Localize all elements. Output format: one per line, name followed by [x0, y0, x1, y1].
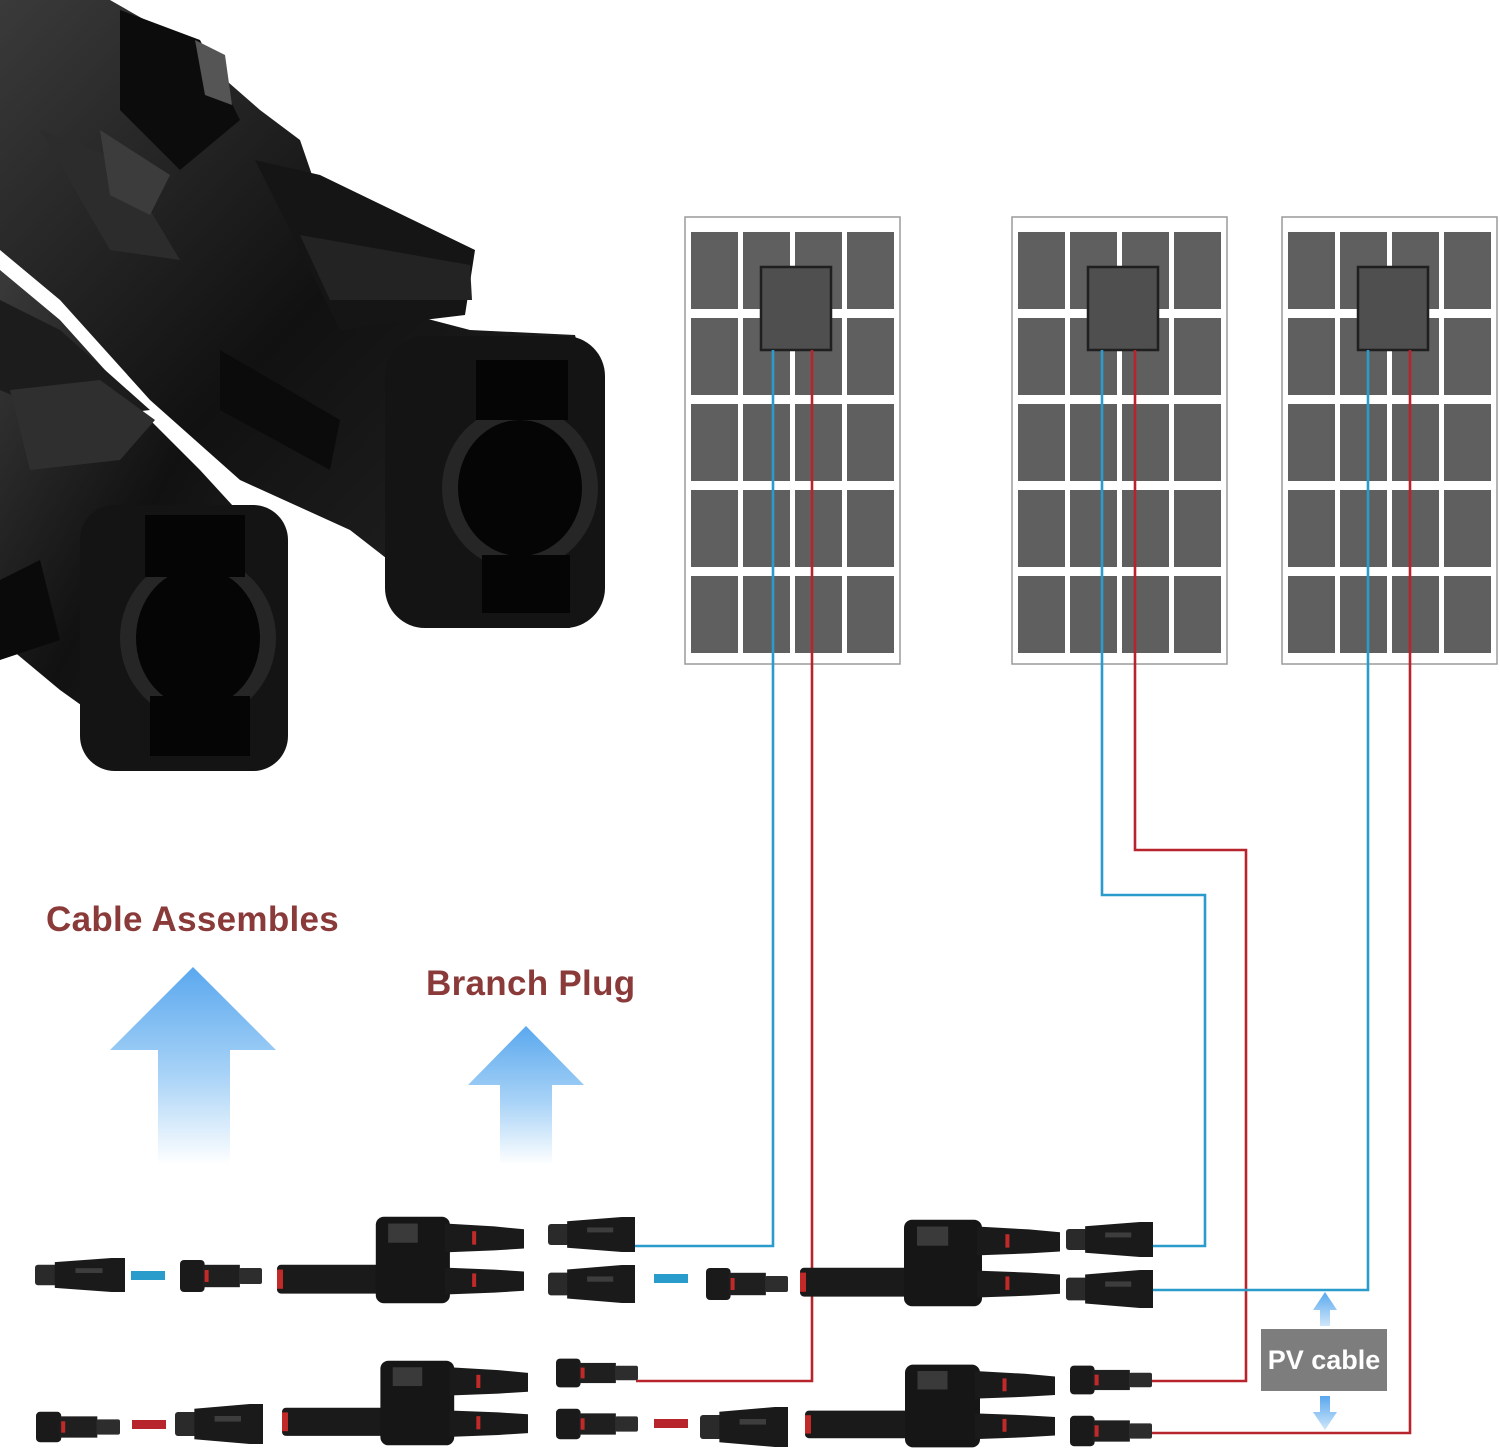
mc4-male-connector-icon: [556, 1408, 638, 1440]
mc4-male-connector-icon: [1070, 1415, 1152, 1447]
connection-dash: [654, 1274, 688, 1283]
mc4-female-connector-icon: [175, 1404, 263, 1444]
solar-panel-icon: [1011, 216, 1228, 665]
pv-cable-label: PV cable: [1261, 1329, 1387, 1391]
mc4-female-connector-icon: [1066, 1270, 1153, 1308]
solar-panel-icon: [1281, 216, 1498, 665]
mc4-female-connector-icon: [548, 1217, 635, 1252]
positive-wire-panel-2: [1133, 350, 1248, 1383]
mc4-female-connector-icon: [700, 1407, 788, 1447]
mc4-male-connector-icon: [1070, 1365, 1152, 1395]
mc4-male-connector-icon: [706, 1268, 788, 1300]
cable-assembles-label: Cable Assembles: [46, 900, 340, 939]
junction-box: [1086, 265, 1160, 352]
wires: [633, 350, 1412, 1435]
mc4-female-connector-icon: [1066, 1222, 1153, 1257]
junction-box: [759, 265, 833, 352]
connectors: [35, 1216, 1153, 1448]
up-arrow-icon: [468, 1026, 584, 1165]
connection-dash: [654, 1419, 688, 1428]
negative-wire-panel-2: [1100, 350, 1207, 1248]
mc4-female-connector-icon: [35, 1258, 125, 1292]
positive-wire-panel-1: [636, 350, 814, 1383]
y-branch-connector-icon: [805, 1364, 1055, 1448]
y-branch-connector-icon: [277, 1216, 524, 1304]
solar-panel-icon: [684, 216, 901, 665]
negative-wire-panel-3: [1152, 350, 1370, 1292]
mc4-male-connector-icon: [180, 1260, 262, 1292]
connection-dash: [132, 1420, 166, 1429]
positive-wire-panel-3: [1152, 350, 1412, 1435]
connection-dash: [131, 1271, 165, 1280]
mc4-male-connector-icon: [36, 1411, 120, 1443]
junction-box: [1356, 265, 1430, 352]
mc4-male-connector-icon: [556, 1358, 638, 1388]
y-branch-connector-icon: [282, 1360, 528, 1446]
solar-panels: [684, 216, 1498, 665]
double-arrow-icon: [1313, 1292, 1337, 1430]
branch-plug-label: Branch Plug: [426, 964, 636, 1003]
y-branch-connector-icon: [800, 1219, 1060, 1307]
mc4-female-connector-icon: [548, 1265, 635, 1303]
negative-wire-panel-1: [633, 350, 775, 1248]
up-arrow-icon: [110, 967, 276, 1165]
connector-photo: [0, 0, 605, 771]
